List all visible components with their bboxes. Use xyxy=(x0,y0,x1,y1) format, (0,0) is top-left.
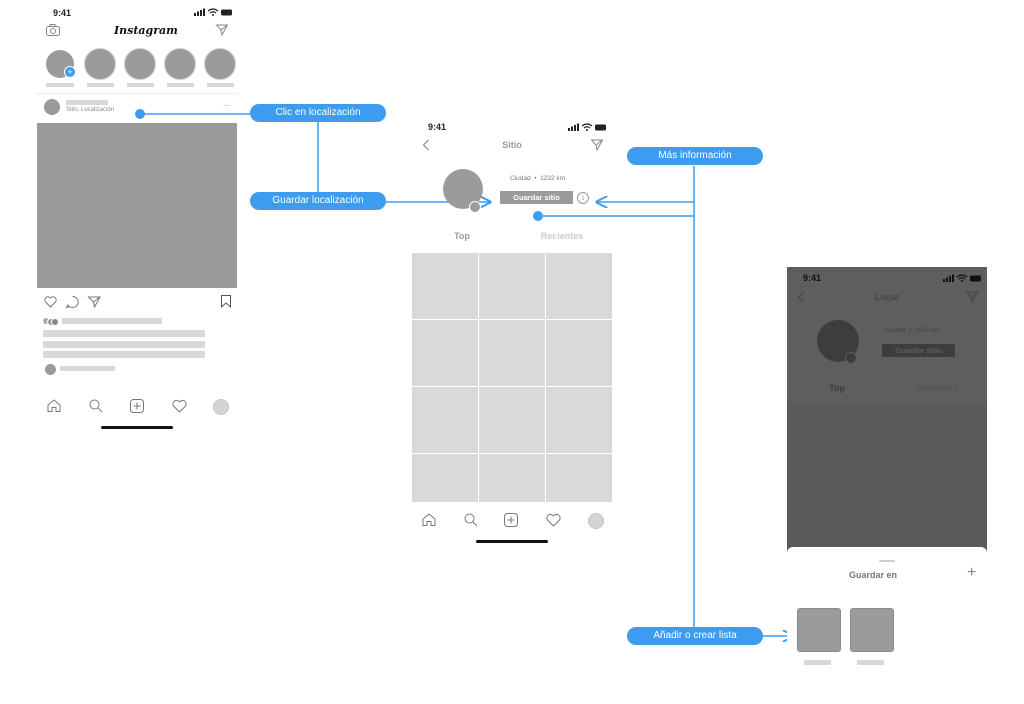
story-label xyxy=(127,83,154,87)
likes-text xyxy=(62,318,162,324)
posts-grid xyxy=(412,253,612,502)
save-place-button[interactable]: Guardar sitio xyxy=(882,344,955,357)
add-story-icon[interactable]: + xyxy=(64,66,76,78)
new-post-icon[interactable] xyxy=(130,399,144,413)
info-icon[interactable]: i xyxy=(577,192,589,204)
sheet-title: Guardar en xyxy=(848,570,897,580)
grid-post[interactable] xyxy=(479,320,545,386)
story-label xyxy=(167,83,194,87)
search-icon[interactable] xyxy=(89,399,103,413)
story-avatar[interactable] xyxy=(84,48,116,80)
status-icons xyxy=(194,8,232,16)
grid-post[interactable] xyxy=(479,253,545,319)
save-place-button[interactable]: Guardar sitio xyxy=(500,191,573,204)
posts-grid xyxy=(787,405,987,552)
status-time: 9:41 xyxy=(53,8,72,18)
callout-add-or-create-list: Añadir o crear lista xyxy=(627,627,763,645)
callout-save-location: Guardar localización xyxy=(250,192,386,210)
grid-post[interactable] xyxy=(412,387,478,453)
status-icons xyxy=(943,274,981,282)
home-indicator xyxy=(476,540,548,543)
grid-post[interactable] xyxy=(546,253,612,319)
instagram-logo: Instagram xyxy=(114,24,178,37)
page-title: Lugar xyxy=(874,292,900,302)
grid-post[interactable] xyxy=(546,454,612,502)
tab-top[interactable]: Top xyxy=(829,383,845,393)
status-time: 9:41 xyxy=(803,273,822,283)
collection-thumbnail[interactable] xyxy=(797,608,841,652)
page-title: Sitio xyxy=(502,140,522,150)
grid-post[interactable] xyxy=(546,320,612,386)
tab-recent[interactable]: Recientes xyxy=(540,231,584,241)
grid-post[interactable] xyxy=(546,387,612,453)
place-avatar-badge xyxy=(845,352,857,364)
callout-more-info: Más información xyxy=(627,147,763,165)
bookmark-icon[interactable] xyxy=(221,295,231,309)
story-label xyxy=(87,83,114,87)
activity-icon[interactable] xyxy=(172,399,187,413)
caption-line xyxy=(43,351,205,358)
story-avatar[interactable] xyxy=(204,48,236,80)
home-indicator xyxy=(101,426,173,429)
share-icon[interactable] xyxy=(590,139,604,152)
post-author-avatar[interactable] xyxy=(44,99,60,115)
profile-avatar-icon[interactable] xyxy=(588,513,604,529)
post-location-link[interactable]: Sitio, Localización xyxy=(66,107,115,113)
post-more-icon[interactable]: ... xyxy=(223,99,230,108)
grid-post[interactable] xyxy=(412,253,478,319)
grid-post[interactable] xyxy=(412,320,478,386)
back-icon[interactable] xyxy=(797,291,805,303)
story-label xyxy=(207,83,234,87)
share-icon[interactable] xyxy=(965,291,979,304)
status-icons xyxy=(568,123,606,131)
home-icon[interactable] xyxy=(47,399,61,412)
grid-post[interactable] xyxy=(479,387,545,453)
grid-post[interactable] xyxy=(479,454,545,502)
camera-icon[interactable] xyxy=(46,24,60,36)
direct-message-icon[interactable] xyxy=(215,24,229,37)
place-avatar-badge xyxy=(469,201,481,213)
status-time: 9:41 xyxy=(428,122,447,132)
profile-avatar-icon[interactable] xyxy=(213,399,229,415)
place-meta: Ciudad • 1232 km xyxy=(510,175,566,182)
collection-label xyxy=(857,660,884,665)
like-icon[interactable] xyxy=(44,296,57,308)
add-list-button[interactable]: + xyxy=(967,564,977,581)
collection-label xyxy=(804,660,831,665)
story-label xyxy=(46,83,74,87)
tab-top[interactable]: Top xyxy=(454,231,470,241)
tab-recent[interactable]: Recientes xyxy=(915,383,959,393)
dimmed-background: 9:41 Lugar Ciudad • 1232 km Guardar siti… xyxy=(787,267,987,552)
home-icon[interactable] xyxy=(422,513,436,526)
divider xyxy=(36,93,238,94)
liked-by-avatars xyxy=(43,318,59,326)
post-author-name[interactable] xyxy=(66,100,108,105)
grid-post[interactable] xyxy=(412,454,478,502)
story-avatar[interactable] xyxy=(124,48,156,80)
callout-tap-location: Clic en localización xyxy=(250,104,386,122)
place-meta: Ciudad • 1232 km xyxy=(885,327,941,334)
search-icon[interactable] xyxy=(464,513,478,527)
collection-thumbnail[interactable] xyxy=(850,608,894,652)
place-screen: 9:41 Sitio Ciudad • 1232 km Guardar siti… xyxy=(412,115,612,555)
story-avatar[interactable] xyxy=(164,48,196,80)
sheet-handle[interactable] xyxy=(879,560,895,562)
comment-avatar xyxy=(45,364,56,375)
activity-icon[interactable] xyxy=(546,513,561,527)
feed-screen: 9:41 Instagram + Sitio, Localización ... xyxy=(36,0,238,440)
share-icon[interactable] xyxy=(87,296,101,309)
comment-icon[interactable] xyxy=(65,295,79,309)
caption-line xyxy=(43,330,205,337)
post-image xyxy=(37,123,237,288)
add-comment-field[interactable] xyxy=(60,366,115,371)
save-sheet-screen: 9:41 Lugar Ciudad • 1232 km Guardar siti… xyxy=(787,267,987,667)
back-icon[interactable] xyxy=(422,139,430,151)
caption-line xyxy=(43,341,205,348)
new-post-icon[interactable] xyxy=(504,513,518,527)
stories-row: + xyxy=(44,48,236,90)
